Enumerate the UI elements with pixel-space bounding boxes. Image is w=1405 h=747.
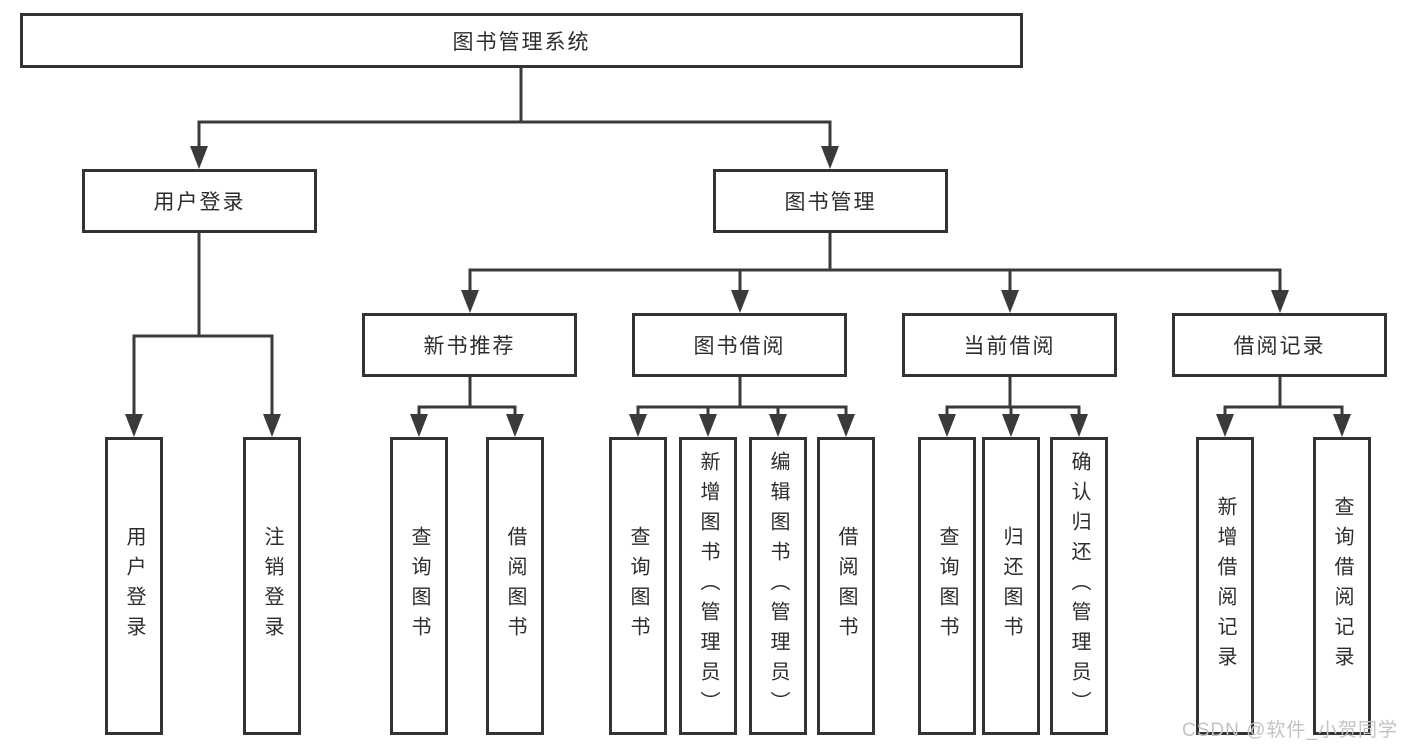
leaf-current-return: 归还图书 xyxy=(982,437,1040,735)
leaf-logout-label: 注销登录 xyxy=(261,526,283,646)
connector-lines xyxy=(132,68,1344,418)
leaf-borrowing-query: 查询图书 xyxy=(609,437,667,735)
leaf-current-confirm-return-admin-label: 确认归还（管理员） xyxy=(1068,451,1090,721)
node-borrow-records: 借阅记录 xyxy=(1172,313,1387,377)
leaf-newbooks-borrow: 借阅图书 xyxy=(486,437,544,735)
node-user-login: 用户登录 xyxy=(82,169,317,233)
csdn-watermark: CSDN @软件_小贺同学 xyxy=(1182,720,1398,741)
leaf-records-query: 查询借阅记录 xyxy=(1313,437,1371,735)
leaf-borrowing-borrow-label: 借阅图书 xyxy=(835,526,857,646)
node-new-book-recommend: 新书推荐 xyxy=(362,313,577,377)
leaf-newbooks-query: 查询图书 xyxy=(390,437,448,735)
leaf-borrowing-borrow: 借阅图书 xyxy=(817,437,875,735)
leaf-borrowing-add-admin-label: 新增图书（管理员） xyxy=(697,451,719,721)
leaf-records-add-label: 新增借阅记录 xyxy=(1214,496,1236,676)
leaf-user-login: 用户登录 xyxy=(105,437,163,735)
leaf-current-query: 查询图书 xyxy=(918,437,976,735)
leaf-newbooks-borrow-label: 借阅图书 xyxy=(504,526,526,646)
leaf-current-query-label: 查询图书 xyxy=(936,526,958,646)
node-book-borrow: 图书借阅 xyxy=(632,313,847,377)
leaf-user-login-label: 用户登录 xyxy=(123,526,145,646)
node-current-borrow: 当前借阅 xyxy=(902,313,1117,377)
leaf-records-add: 新增借阅记录 xyxy=(1196,437,1254,735)
leaf-borrowing-edit-admin: 编辑图书（管理员） xyxy=(749,437,807,735)
leaf-current-confirm-return-admin: 确认归还（管理员） xyxy=(1050,437,1108,735)
leaf-records-query-label: 查询借阅记录 xyxy=(1331,496,1353,676)
leaf-current-return-label: 归还图书 xyxy=(1000,526,1022,646)
leaf-borrowing-edit-admin-label: 编辑图书（管理员） xyxy=(767,451,789,721)
leaf-borrowing-add-admin: 新增图书（管理员） xyxy=(679,437,737,735)
arrowheads xyxy=(125,146,1351,437)
leaf-logout: 注销登录 xyxy=(243,437,301,735)
leaf-borrowing-query-label: 查询图书 xyxy=(627,526,649,646)
node-root: 图书管理系统 xyxy=(20,13,1023,68)
leaf-newbooks-query-label: 查询图书 xyxy=(408,526,430,646)
node-book-management: 图书管理 xyxy=(713,169,948,233)
